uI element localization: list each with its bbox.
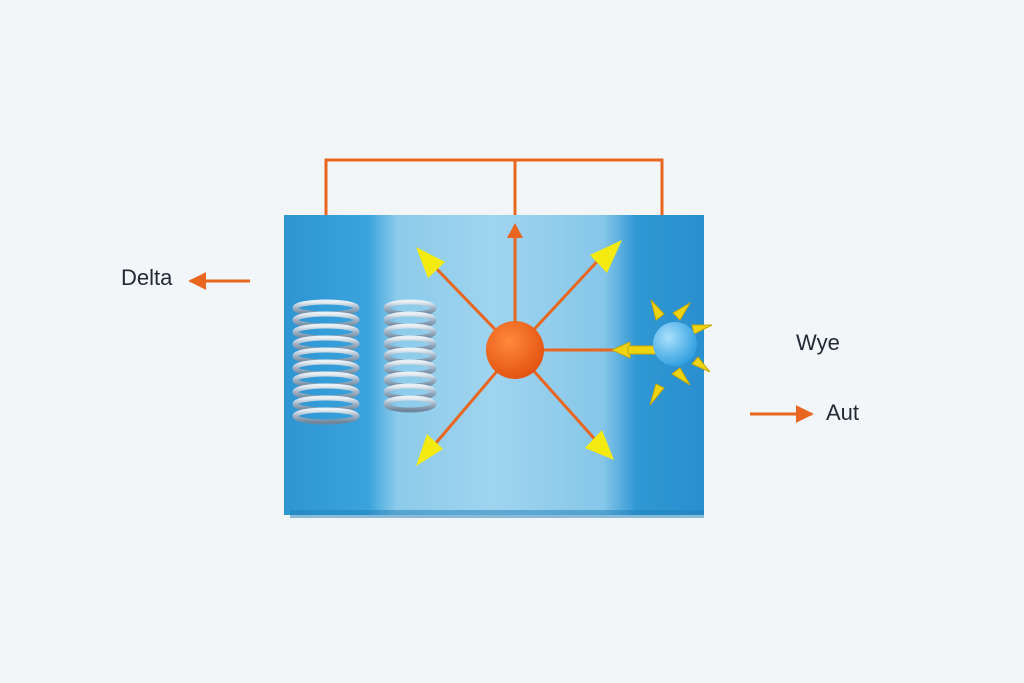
coil-ring [383,395,437,413]
middle-coil-icon [383,299,437,413]
left-coil-icon [292,299,360,425]
core-sphere-icon [486,321,544,379]
arrowhead-up-icon [507,223,523,238]
delta-label: Delta [121,265,173,290]
wye-label: Wye [796,330,840,355]
arrowhead-ne-icon [590,240,622,273]
top-wiring [324,158,664,215]
arrowhead-se-icon [585,430,614,460]
coil-ring [292,407,360,425]
arrowhead-sw-icon [416,434,443,466]
arrowhead-nw-icon [416,247,445,278]
emitter-icon [610,299,713,406]
aut-label: Aut [826,400,860,425]
